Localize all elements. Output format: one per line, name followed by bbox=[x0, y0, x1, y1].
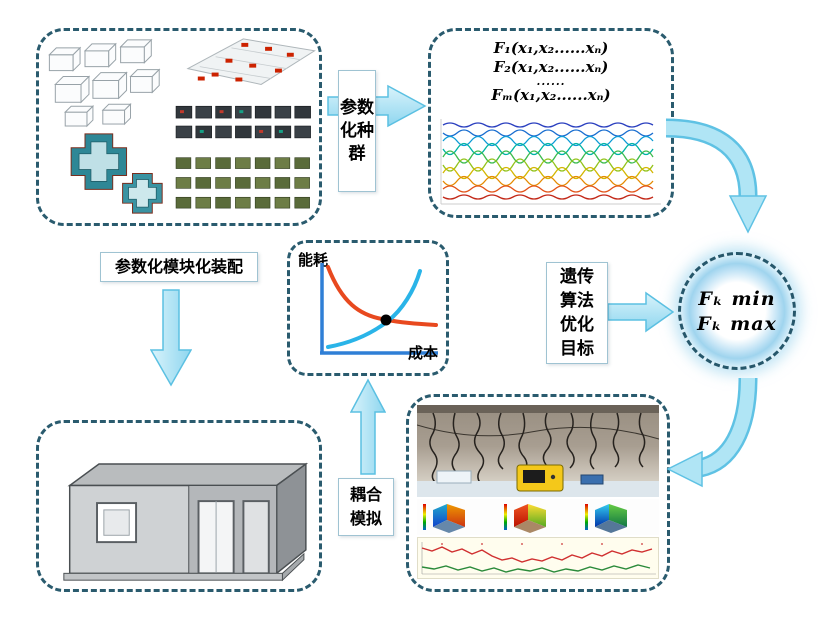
arrow-assembly-down-icon bbox=[150, 289, 192, 387]
arrow-curve-down-icon bbox=[665, 118, 768, 234]
bim-models-panel bbox=[36, 28, 322, 226]
fk-min-text: Fₖ min bbox=[698, 287, 776, 310]
tradeoff-chart-panel: 能耗 成本 bbox=[287, 240, 449, 376]
param-population-label: 参数化种群 bbox=[338, 70, 376, 192]
param-population-text: 参数化种群 bbox=[340, 97, 374, 164]
thermal-corner-graphic-3 bbox=[584, 504, 627, 533]
thermal-corner-graphic-2 bbox=[503, 504, 546, 533]
cost-axis-label: 成本 bbox=[407, 344, 438, 362]
simulation-collage bbox=[417, 405, 659, 581]
optimization-circle-node: Fₖ min Fₖ max bbox=[678, 252, 796, 370]
formula-f2: F₂(x₁,x₂......xₙ) bbox=[493, 58, 609, 76]
thermal-camera-device bbox=[516, 464, 564, 492]
objective-function-formulas: F₁(x₁,x₂......xₙ) F₂(x₁,x₂......xₙ) ....… bbox=[431, 39, 671, 105]
formula-ellipsis: ...... bbox=[536, 75, 566, 88]
ga-goal-label: 遗传算法优化目标 bbox=[546, 262, 608, 364]
assembled-module-panel bbox=[36, 420, 322, 592]
fk-max-text: Fₖ max bbox=[697, 312, 777, 335]
arrow-ga-right-icon bbox=[607, 291, 675, 333]
thermal-corner-graphic-1 bbox=[423, 504, 466, 533]
container-module-graphic bbox=[63, 462, 309, 582]
bim-collage-graphic bbox=[48, 38, 316, 214]
surface-plot-graphic bbox=[440, 119, 661, 205]
param-assembly-label: 参数化模块化装配 bbox=[100, 252, 258, 282]
measurement-chart-graphic bbox=[421, 542, 656, 575]
hanging-wires-graphic bbox=[417, 405, 659, 497]
arrow-curve-left-icon bbox=[666, 377, 758, 488]
coupling-sim-label: 耦合模拟 bbox=[338, 478, 394, 536]
formula-f1: F₁(x₁,x₂......xₙ) bbox=[493, 39, 609, 57]
thermal-simulation-row bbox=[417, 499, 659, 535]
arrow-population-right-icon bbox=[327, 84, 427, 128]
arrow-coupling-up-icon bbox=[350, 378, 386, 475]
param-assembly-text: 参数化模块化装配 bbox=[114, 257, 243, 276]
objective-functions-panel: F₁(x₁,x₂......xₙ) F₂(x₁,x₂......xₙ) ....… bbox=[428, 28, 674, 218]
coupling-sim-text: 耦合模拟 bbox=[349, 485, 382, 528]
tradeoff-chart-graphic bbox=[320, 263, 438, 355]
simulation-experiment-panel bbox=[406, 394, 670, 592]
formula-fm: Fₘ(x₁,x₂......xₙ) bbox=[491, 86, 611, 104]
ga-goal-text: 遗传算法优化目标 bbox=[560, 267, 594, 359]
measurement-chart bbox=[417, 537, 659, 579]
experiment-photo bbox=[417, 405, 659, 497]
